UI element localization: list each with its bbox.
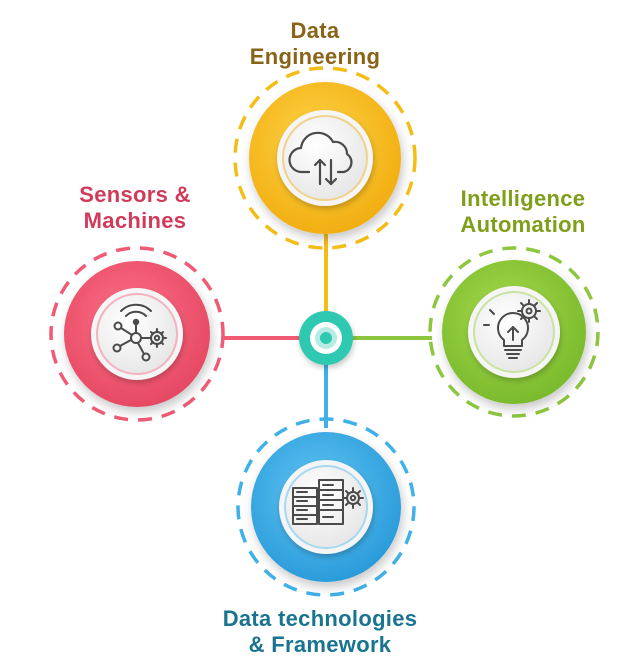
- wireless-network-gear-icon: [112, 303, 167, 362]
- label-line: Data: [290, 18, 340, 43]
- label-intelligence-automation: Intelligence Automation: [420, 186, 626, 238]
- cloud-sync-icon: [288, 131, 353, 186]
- node-data-technologies: [236, 417, 416, 597]
- node-intelligence-automation: [428, 246, 600, 418]
- lightbulb-gear-icon: [483, 299, 541, 359]
- server-rack-gear-icon: [292, 479, 364, 525]
- label-sensors-machines: Sensors & Machines: [40, 182, 230, 234]
- label-data-technologies: Data technologies & Framework: [170, 606, 470, 658]
- node-sensors-machines: [49, 246, 225, 422]
- label-line: Sensors &: [79, 182, 191, 207]
- label-line: Engineering: [249, 44, 381, 69]
- dashed-ring: [236, 417, 416, 597]
- dashed-ring: [49, 246, 225, 422]
- central-hub: [299, 311, 353, 365]
- label-line: Machines: [83, 208, 187, 233]
- node-data-engineering: [233, 66, 417, 250]
- label-line: Automation: [460, 212, 586, 237]
- label-data-engineering: Data Engineering: [200, 18, 430, 70]
- dashed-ring: [233, 66, 417, 250]
- dashed-ring: [428, 246, 600, 418]
- label-line: & Framework: [248, 632, 392, 657]
- label-line: Data technologies: [222, 606, 418, 631]
- label-line: Intelligence: [460, 186, 586, 211]
